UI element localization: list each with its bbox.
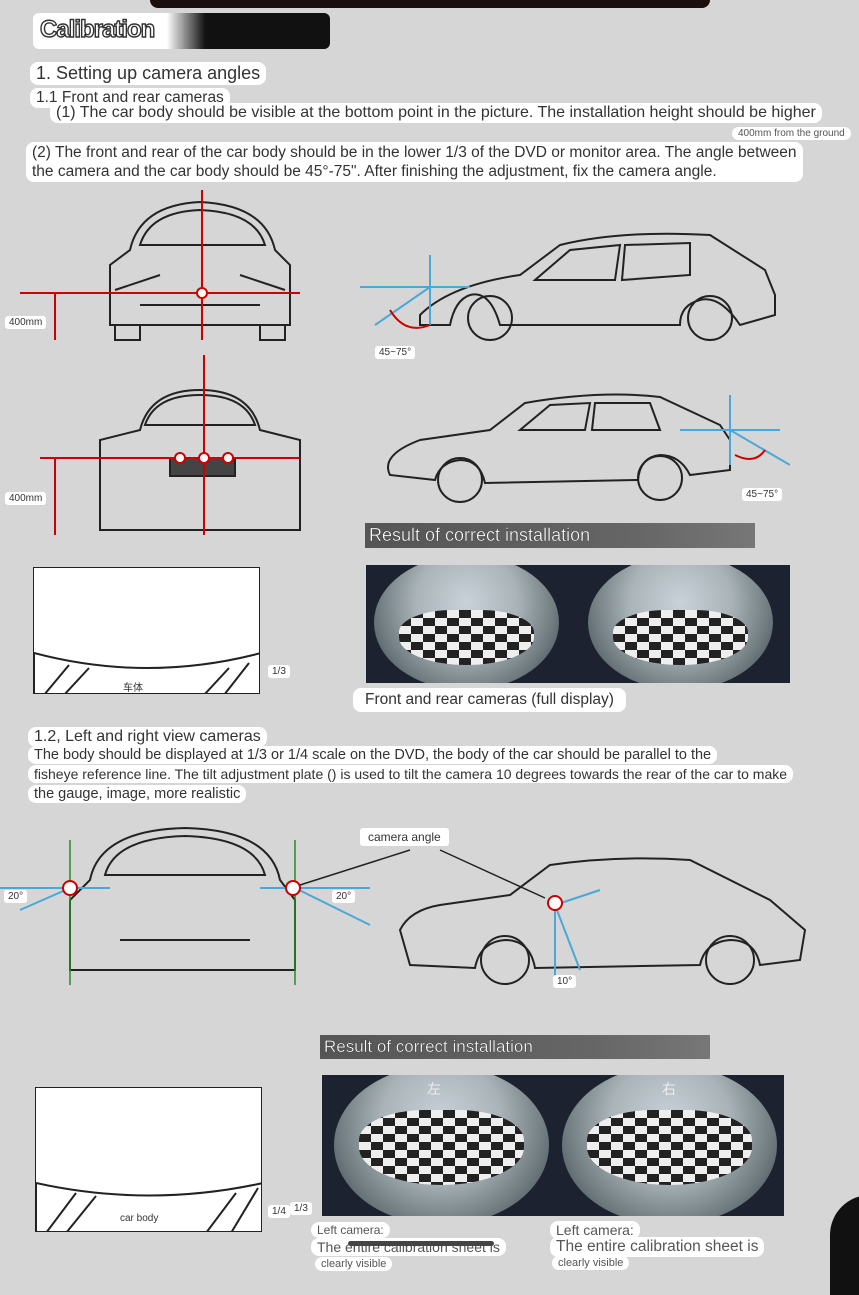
front-rear-view-diagram (20, 190, 301, 535)
paragraph: The body should be displayed at 1/3 or 1… (28, 746, 718, 764)
caption: Left camera: (311, 1222, 390, 1238)
result-banner: Result of correct installation (320, 1035, 710, 1059)
monitor-area-diagram: car body (35, 1087, 262, 1232)
car-body-label: 车体 (119, 678, 147, 693)
right-marker: 右 (662, 1081, 676, 1097)
paragraph-line: the camera and the car body should be 45… (32, 163, 717, 180)
height-label: 400mm (5, 316, 47, 329)
page-title: Calibration (39, 15, 156, 43)
camera-result-image (366, 565, 790, 683)
angle-label: 20° (332, 890, 356, 903)
paragraph: (2) The front and rear of the car body s… (26, 142, 803, 182)
height-label: 400mm (5, 492, 47, 505)
caption: The entire calibration sheet is (550, 1237, 765, 1257)
title-banner (33, 13, 330, 49)
monitor-area-diagram: 车体 (33, 567, 260, 694)
paragraph-line: (2) The front and rear of the car body s… (32, 144, 797, 161)
car-body-label: car body (116, 1212, 163, 1225)
angle-label: 45~75° (375, 346, 416, 359)
left-right-view-diagram (0, 826, 807, 985)
section-heading: 1. Setting up camera angles (30, 62, 267, 85)
paragraph: the gauge, image, more realistic (28, 785, 247, 803)
ratio-label: 1/3 (290, 1202, 312, 1215)
side-view-diagram (360, 232, 790, 503)
caption: Front and rear cameras (full display) (353, 688, 626, 712)
screen-corner (830, 1195, 859, 1295)
camera-angle-label: camera angle (360, 828, 449, 846)
result-banner: Result of correct installation (365, 523, 755, 548)
scribble-mark (348, 1241, 494, 1246)
section-heading: 1.2, Left and right view cameras (28, 727, 267, 747)
angle-label: 45~75° (742, 488, 783, 501)
phone-notch (150, 0, 710, 8)
caption: Left camera: (550, 1221, 640, 1239)
left-marker: 左 (427, 1081, 441, 1097)
ratio-label: 1/3 (268, 665, 290, 678)
tilt-label: 10° (553, 975, 577, 988)
paragraph: (1) The car body should be visible at th… (50, 103, 822, 123)
ratio-label: 1/4 (268, 1205, 290, 1218)
angle-label: 20° (4, 890, 28, 903)
note: 400mm from the ground (732, 127, 851, 140)
caption: clearly visible (315, 1257, 393, 1271)
paragraph: fisheye reference line. The tilt adjustm… (28, 765, 794, 783)
caption: clearly visible (552, 1256, 630, 1270)
camera-result-image: 左 右 (322, 1075, 784, 1216)
